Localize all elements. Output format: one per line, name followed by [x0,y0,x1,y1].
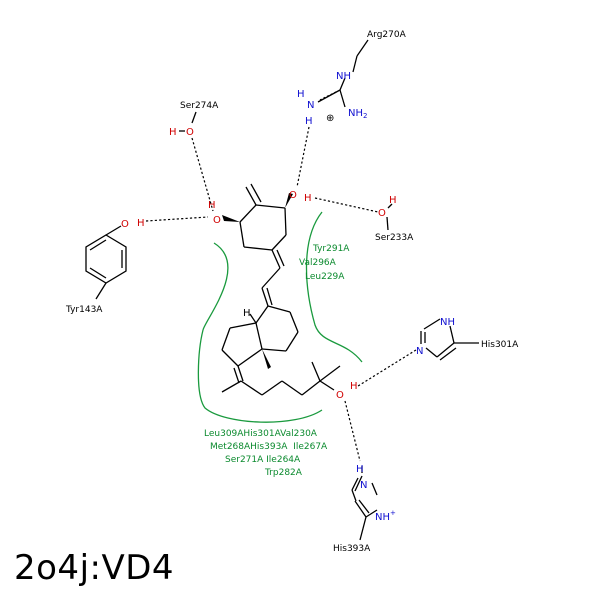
hbond-tyr143 [145,216,209,222]
hydrophobic-arc-upper [305,211,363,363]
hbond-ser274 [191,137,214,212]
ligand-o1-h: H [208,200,216,211]
ligand-o3-h: H [350,381,358,392]
his393-n: N [360,480,367,491]
a-ring [222,183,293,251]
his301-n: N [416,346,423,357]
hydrophobic-lower-3: Ser271A Ile264A [225,455,301,465]
hbond-ser233 [314,197,379,213]
ligand-o2-h: H [304,193,312,204]
ring-h-label: H [243,308,251,319]
hbond-his301 [357,349,417,387]
arg270-label: Arg270A [367,30,407,40]
structure-caption: 2o4j:VD4 [14,548,175,588]
ligand-o2: O [289,190,297,201]
ser233-o: O [378,208,386,219]
ligand-o3: O [336,390,344,401]
his301-label: His301A [481,340,519,350]
arg270-residue: Arg270A NH H N H NH2 ⊕ [297,30,407,127]
arg-h-bottom: H [305,116,313,127]
tyr143-o: O [121,219,129,230]
ser233-residue: Ser233A H O [375,195,414,243]
hydrophobic-lower-1: Leu309AHis301AVal230A [204,429,318,439]
ligand-o1: O [213,215,221,226]
hydrogen-bonds [145,126,417,462]
his393-label: His393A [333,544,371,554]
hydrophobic-upper-2: Val296A [299,258,337,268]
hydrophobic-upper-labels: Tyr291A Val296A Leu229A [299,244,350,282]
his393-nh: NH+ [375,509,396,523]
cd-ring-system [221,305,341,396]
hbond-arg270 [296,126,310,188]
ser274-h: H [169,127,177,138]
his393-h: H [356,464,364,475]
tyr143-label: Tyr143A [65,305,103,315]
arg-nh2: NH2 [348,108,367,120]
arg-n: N [307,100,314,111]
ser274-label: Ser274A [180,101,219,111]
hydrophobic-lower-2: Met268AHis393A Ile267A [210,442,328,452]
ser274-residue: Ser274A H O [169,101,219,138]
tyr143-residue: O H Tyr143A [65,218,145,315]
hbond-his393 [344,400,361,462]
arg-charge: ⊕ [326,113,334,124]
arg-nh: NH [336,71,351,82]
his393-residue: H N NH+ His393A [333,464,396,554]
tyr143-h: H [137,218,145,229]
hydrophobic-upper-1: Tyr291A [312,244,350,254]
hydrophobic-arc-lower [197,242,323,423]
ser233-h: H [389,195,397,206]
ser274-o: O [186,127,194,138]
triene-chain [261,249,285,307]
arg-h-top: H [297,89,305,100]
hydrophobic-upper-3: Leu229A [305,272,345,282]
his301-nh: NH [440,317,455,328]
hydrophobic-lower-labels: Leu309AHis301AVal230A Met268AHis393A Ile… [204,429,328,478]
his301-residue: NH N His301A [416,317,519,361]
ser233-label: Ser233A [375,233,414,243]
hydrophobic-lower-4: Trp282A [264,468,303,478]
